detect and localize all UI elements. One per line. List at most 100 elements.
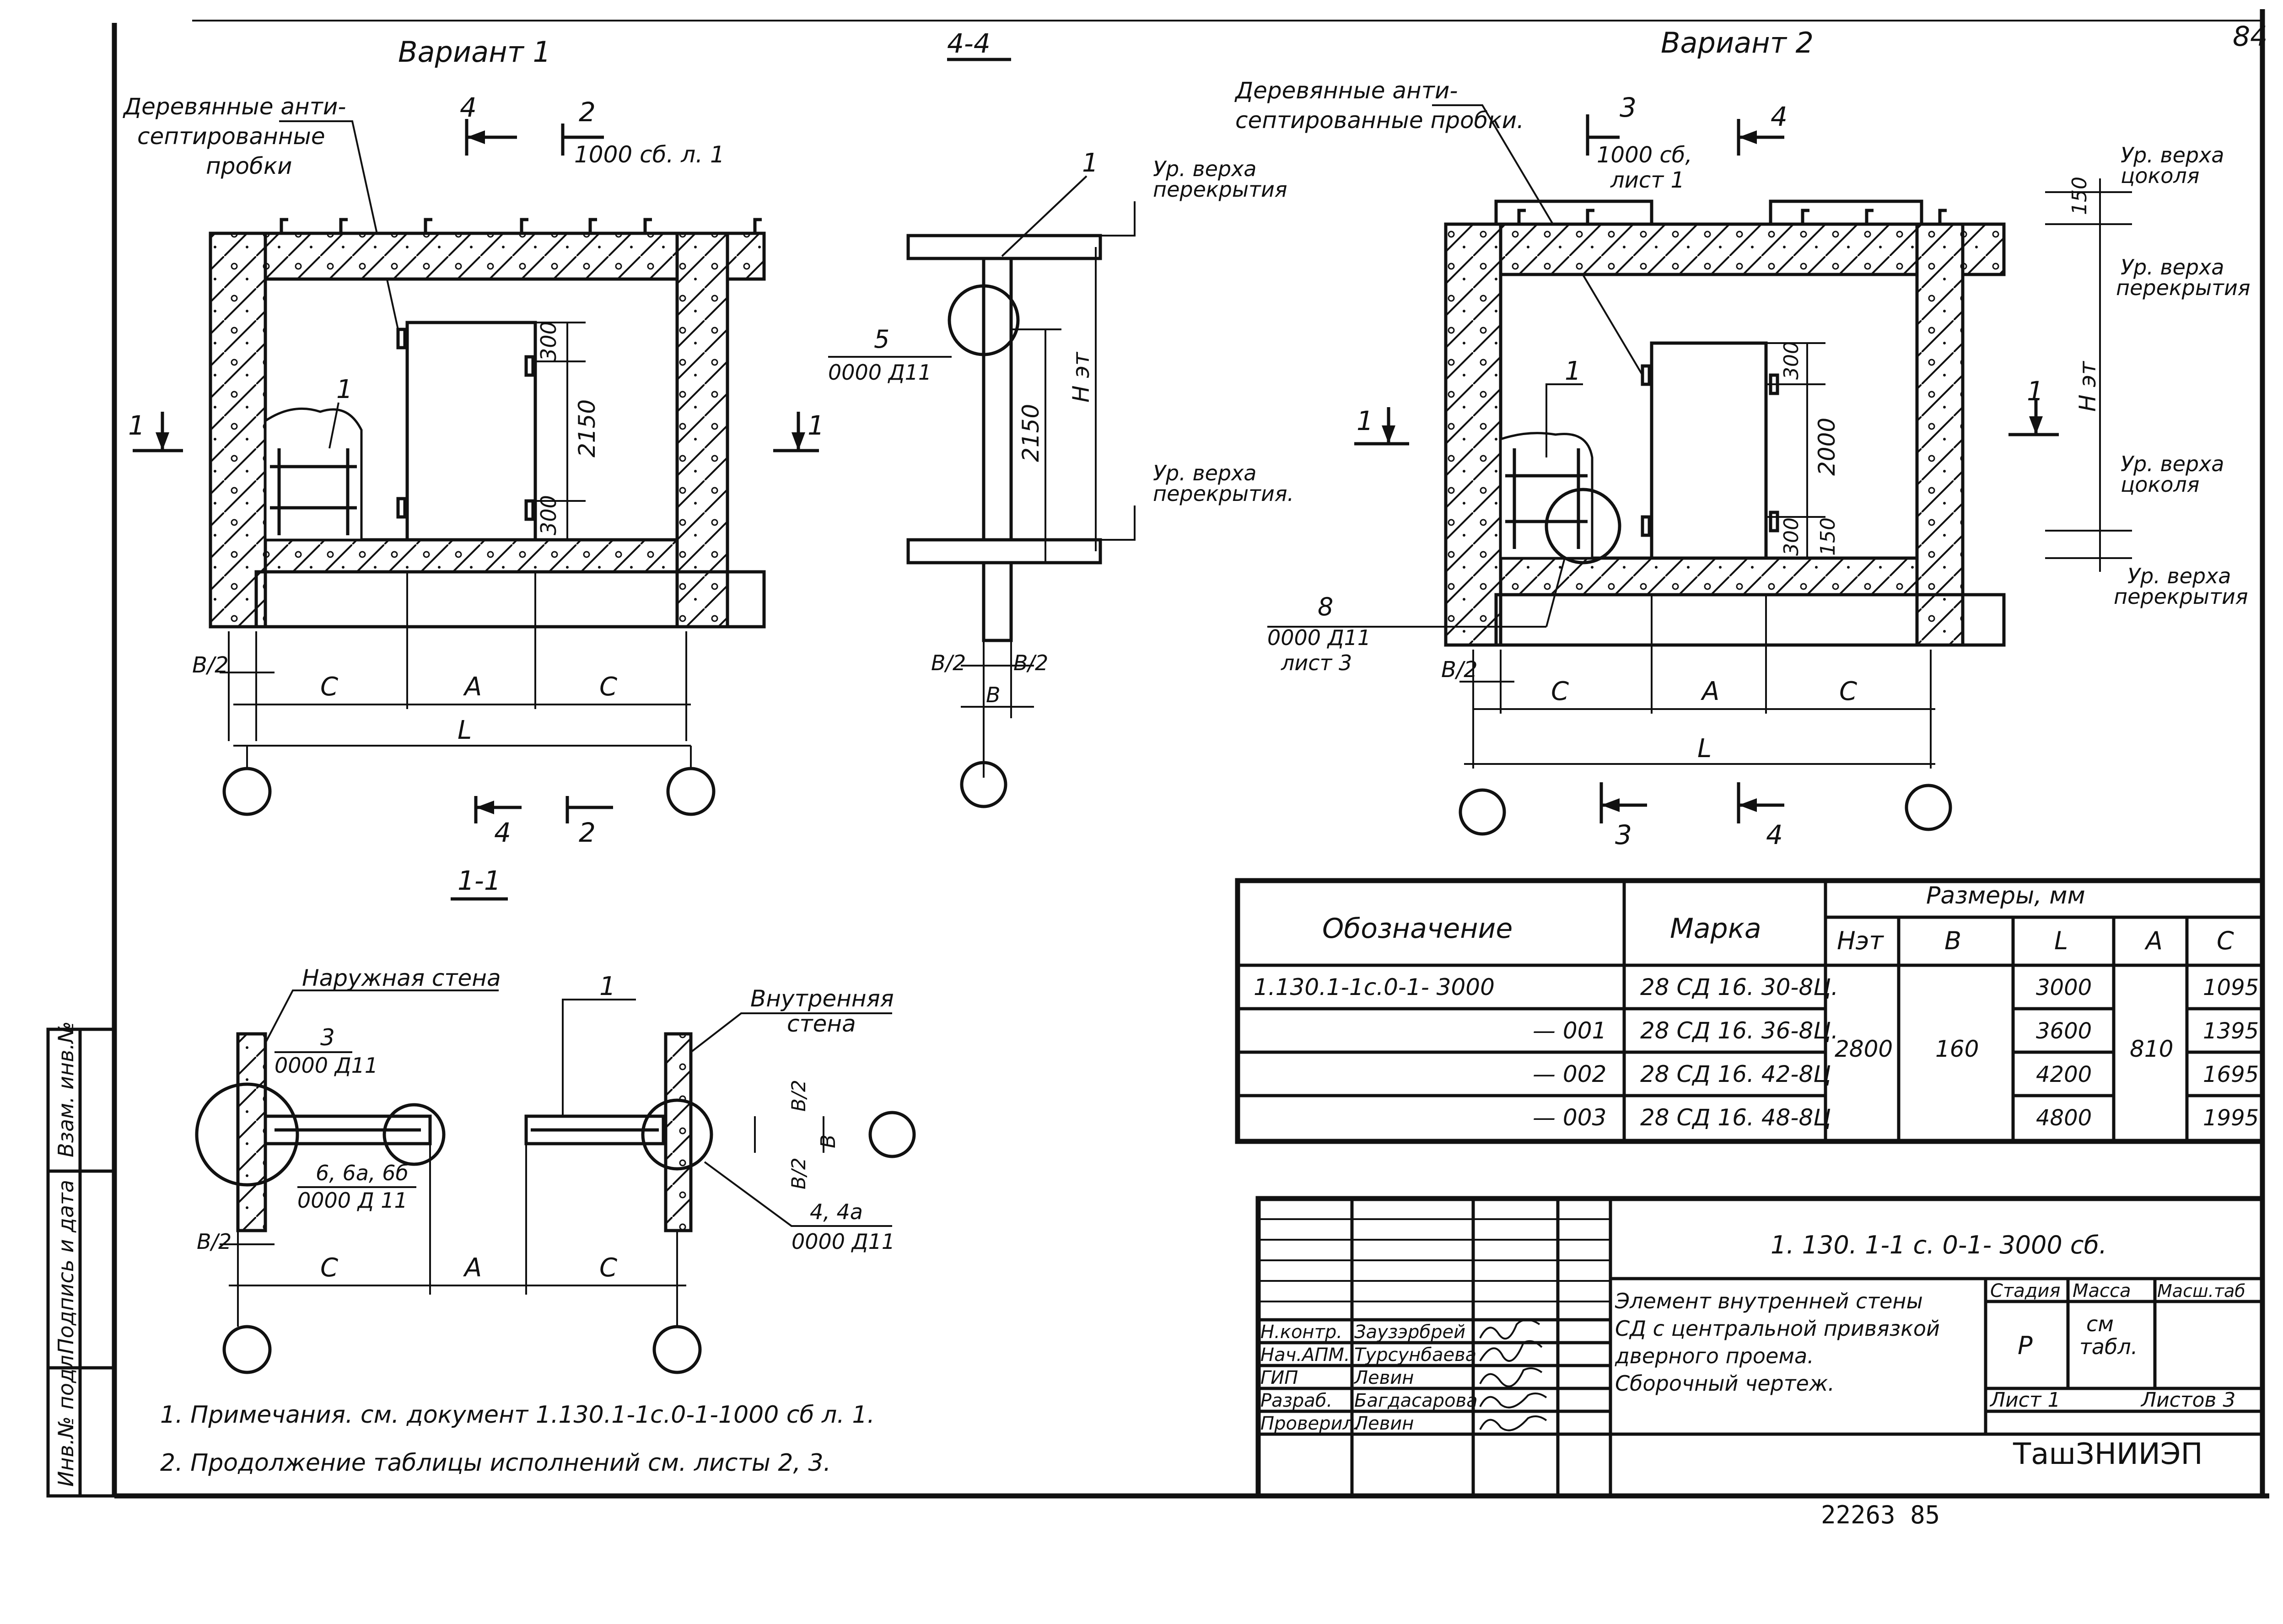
spec-row-2-l: 3600 [2036,1018,2092,1044]
s11-node-4-ref: 0000 Д11 [792,1229,895,1254]
tb-desc-4: Сборочный чертеж. [1615,1371,1835,1396]
s11-dim-b2-b: В/2 [787,1157,810,1189]
tb-role-4: Разраб. [1260,1390,1332,1411]
s11-node-6: 6, 6а, 6б [316,1161,409,1185]
v1-bottom-section-4: 4 [494,817,511,848]
v2-dim-150-top: 150 [2068,177,2091,215]
tb-scale-label: Масш.таб [2157,1281,2245,1301]
v1-section-2: 2 [579,97,596,128]
tb-name-3: Левин [1353,1367,1414,1388]
spec-row-4-c: 1995 [2203,1105,2259,1131]
v2-level-2b: перекрытия [2116,275,2251,300]
s44-dim-h: Н эт [1068,351,1094,403]
s11-inner-wall-2: стена [787,1011,856,1037]
spec-col-l: L [2054,926,2068,955]
spec-row-1-l: 3000 [2036,975,2092,1000]
section-44-title: 4-4 [947,28,991,59]
v1-dim-c-right: С [599,672,617,702]
v2-bottom-section-3: 3 [1615,819,1632,850]
s11-item-1: 1 [599,972,616,1001]
v2-dim-2000: 2000 [1814,418,1840,476]
spec-row-1-designation: 1.130.1-1с.0-1- 3000 [1254,974,1495,1000]
tb-stage-value: Р [2018,1331,2033,1360]
v2-level-4a: Ур. верха [2127,564,2231,588]
v1-mark-1-left: 1 [128,410,145,441]
spec-col-c: С [2217,926,2234,955]
variant-1-plugs-label-2: септированные [137,123,325,150]
v1-bottom-section-2: 2 [579,817,596,848]
spec-row-3-designation: — 002 [1533,1061,1606,1087]
v1-dim-b2: В/2 [192,652,229,678]
v2-node-8: 8 [1318,592,1333,621]
v2-mark-1-left: 1 [1357,405,1373,436]
v2-dim-h: Н эт [2074,360,2101,412]
s44-dim-b2-r: В/2 [1013,651,1048,675]
spec-row-2-designation: — 001 [1533,1017,1606,1044]
v2-bottom-section-4: 4 [1766,819,1783,850]
v2-dim-c-right: С [1839,677,1857,706]
v2-dim-a: А [1701,677,1719,706]
s11-node-3-ref: 0000 Д11 [275,1053,378,1078]
tb-code: 1. 130. 1-1 с. 0-1- 3000 сб. [1771,1231,2107,1259]
spec-row-4-l: 4800 [2036,1105,2092,1131]
s11-node-3: 3 [320,1024,335,1051]
v1-dim-300-top: 300 [536,321,561,361]
v2-dim-150-bottom: 150 [1816,517,1840,556]
tb-desc-2: СД с центральной привязкой [1615,1316,1940,1341]
v1-mark-1-right: 1 [808,410,824,441]
spec-shared-a: 810 [2130,1036,2173,1062]
s44-level-top-1: Ур. верха [1153,156,1257,181]
tb-org: ТашЗНИИЭП [2013,1437,2203,1471]
s11-node-4: 4, 4а [810,1199,863,1224]
spec-row-3-mark: 28 СД 16. 42-8Ц [1640,1061,1831,1087]
v2-level-3b: цоколя [2121,472,2199,497]
spec-row-2-c: 1395 [2203,1018,2259,1044]
s11-inner-wall-1: Внутренняя [750,985,894,1012]
variant-2-title: Вариант 2 [1661,26,1814,59]
spec-row-1-mark: 28 СД 16. 30-8Ц. [1640,974,1838,1000]
v2-item-1: 1 [1565,356,1581,386]
v1-dim-c-left: С [320,672,338,702]
v2-dim-300-top: 300 [1780,341,1803,380]
v1-dim-l: L [458,715,472,745]
v2-section-3: 3 [1620,92,1637,123]
v2-mark-1-right: 1 [2027,376,2044,407]
s44-node-5-ref: 0000 Д11 [828,360,932,385]
spec-col-h: Нэт [1837,926,1884,955]
s44-dim-b2-l: В/2 [931,651,966,675]
tb-name-5: Левин [1353,1413,1414,1434]
variant-1-view: Вариант 1 Деревянные анти- септированные… [123,35,824,848]
stamp-sign-date: Подпись и дата [54,1180,78,1354]
spec-row-3-c: 1695 [2203,1062,2259,1087]
spec-col-b: В [1944,926,1961,955]
note-1: 1. Примечания. см. документ 1.130.1-1с.0… [160,1401,875,1429]
v2-level-3a: Ур. верха [2121,452,2224,476]
variant-2-view: Вариант 2 Деревянные анти- септированные… [1234,26,2251,850]
s11-dim-c-right: С [599,1253,617,1283]
tb-mass-label: Масса [2073,1280,2131,1301]
s44-dim-2150: 2150 [1018,404,1044,462]
v2-level-4b: перекрытия [2114,584,2248,609]
s44-node-5: 5 [874,325,889,354]
v2-ref-3-1: 1000 сб, [1597,142,1692,168]
v2-level-1a: Ур. верха [2121,143,2224,167]
title-block: 1. 130. 1-1 с. 0-1- 3000 сб. Элемент вну… [1255,1196,2265,1499]
s44-level-bot-2: перекрытия. [1153,481,1294,506]
spec-header-designation: Обозначение [1322,913,1513,945]
tb-desc-3: дверного проема. [1615,1344,1814,1368]
v2-node-8-ref-1: 0000 Д11 [1267,625,1371,650]
spec-shared-h: 2800 [1835,1036,1893,1062]
v2-dim-300-bottom: 300 [1780,517,1803,556]
v1-item-1: 1 [336,375,353,404]
s11-dim-a: А [463,1253,482,1283]
v2-ref-3-2: лист 1 [1610,167,1685,193]
spec-col-a: А [2144,926,2163,955]
footer-number: 22263 85 [1821,1500,1940,1529]
side-stamp: Инв.№ подл. Подпись и дата Взам. инв.№ [46,1021,116,1498]
v2-node-8-ref-2: лист 3 [1281,651,1352,675]
v1-dim-300-bottom: 300 [536,495,561,535]
spec-row-4-mark: 28 СД 16. 48-8Ц [1640,1104,1831,1131]
tb-name-1: Заузэрбрей [1354,1322,1465,1343]
spec-row-4-designation: — 003 [1533,1104,1606,1131]
